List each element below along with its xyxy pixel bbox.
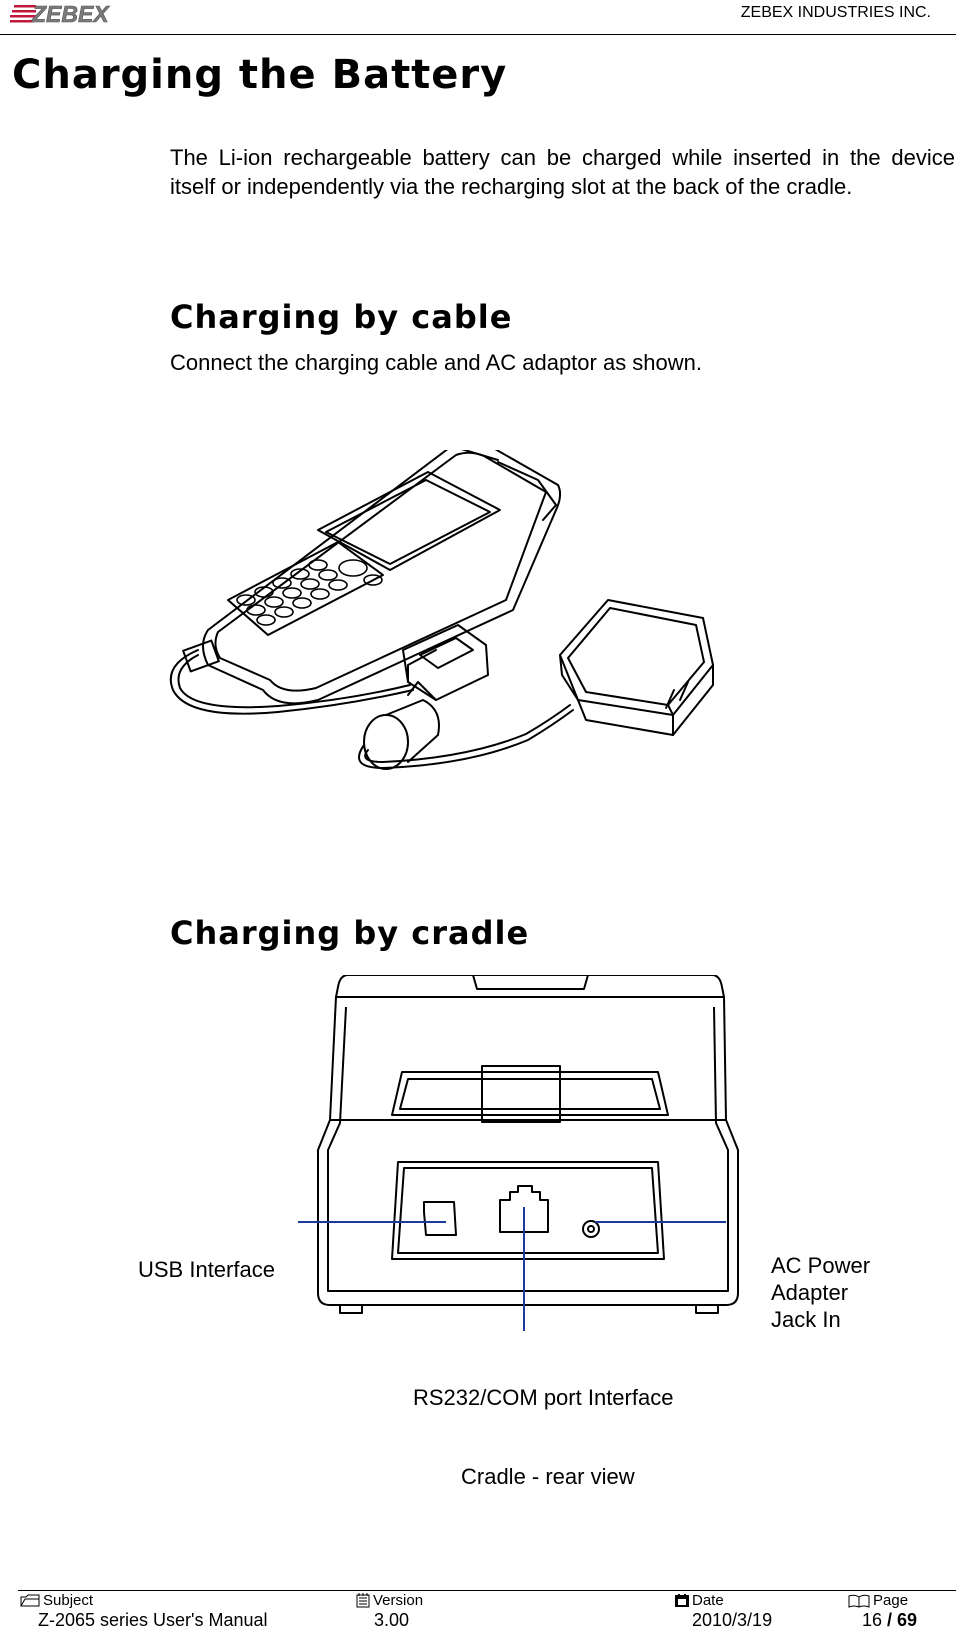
footer-version-label: Version <box>356 1592 423 1609</box>
footer-page-total: / 69 <box>882 1610 918 1630</box>
footer-date-label-text: Date <box>692 1592 724 1609</box>
footer-subject-label-text: Subject <box>43 1592 94 1609</box>
footer-page-label: Page <box>848 1592 908 1609</box>
section-heading-cable: Charging by cable <box>170 298 513 336</box>
footer-date-value: 2010/3/19 <box>692 1610 773 1630</box>
book-icon <box>848 1594 870 1608</box>
footer-date-label: Date <box>675 1592 724 1609</box>
company-name: ZEBEX INDUSTRIES INC. <box>740 4 931 21</box>
svg-text:ZEBEX: ZEBEX <box>31 1 110 26</box>
label-ac-line1: AC Power <box>771 1253 871 1278</box>
section-heading-cradle: Charging by cradle <box>170 914 530 952</box>
device-cable-illustration <box>169 450 714 770</box>
footer-page-current: 16 <box>862 1610 883 1630</box>
header-divider <box>0 34 956 35</box>
label-ac-line3: Jack In <box>771 1307 841 1332</box>
cradle-rear-view-illustration <box>298 975 739 1331</box>
zebex-logo: ZEBEX <box>10 1 111 26</box>
footer-version-value: 3.00 <box>374 1610 410 1630</box>
notepad-icon <box>356 1593 370 1608</box>
intro-paragraph: The Li-ion rechargeable battery can be c… <box>170 145 955 199</box>
footer-page-value: 16 / 69 <box>862 1610 917 1631</box>
figure-caption-cradle: Cradle - rear view <box>461 1464 635 1489</box>
footer-divider <box>18 1590 956 1591</box>
label-ac-power-jack: AC Power Adapter Jack In <box>771 1252 921 1333</box>
footer-version-label-text: Version <box>373 1592 424 1609</box>
footer-page-label-text: Page <box>873 1592 909 1609</box>
section-cable-body: Connect the charging cable and AC adapto… <box>170 350 703 375</box>
footer-subject-value: Z-2065 series User's Manual <box>38 1610 268 1630</box>
label-ac-line2: Adapter <box>771 1280 849 1305</box>
calendar-icon <box>675 1594 689 1607</box>
footer-subject-label: Subject <box>20 1592 93 1609</box>
label-usb-interface: USB Interface <box>138 1257 275 1282</box>
folder-icon <box>20 1594 40 1607</box>
page-title: Charging the Battery <box>12 52 508 98</box>
label-rs232-port: RS232/COM port Interface <box>413 1385 674 1410</box>
